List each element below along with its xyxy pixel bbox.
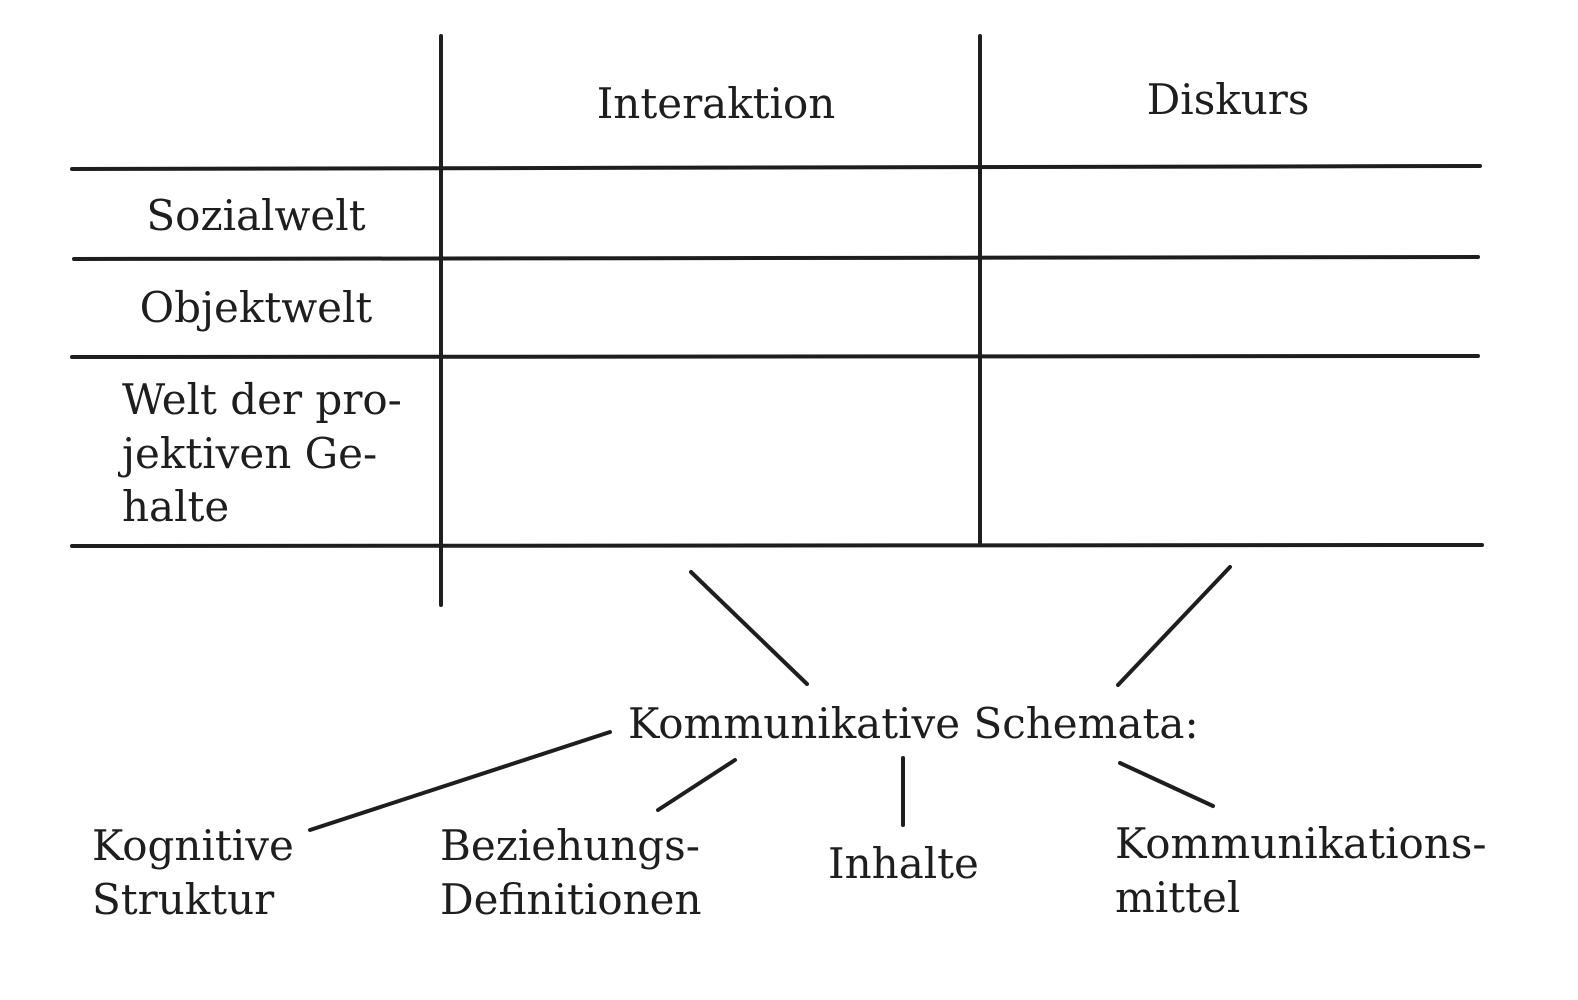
connector-kommunikationsmittel xyxy=(1118,761,1215,808)
row-label-welt-der-projektiven-gehalte: Welt der pro- jektiven Ge- halte xyxy=(117,375,402,531)
schema-label-line: mittel xyxy=(1115,873,1240,922)
connector-interaktion xyxy=(689,570,809,686)
horizontal-line-header xyxy=(70,164,1482,171)
connector-beziehungs-definitionen xyxy=(656,758,737,812)
row-label-objektwelt: Objektwelt xyxy=(140,283,373,332)
schema-beziehungs-definitionen: Beziehungs- Definitionen xyxy=(440,821,702,924)
schema-label-line: Kommunikations- xyxy=(1115,819,1487,868)
row-label-sozialwelt: Sozialwelt xyxy=(146,191,365,240)
column-header-interaktion: Interaktion xyxy=(597,79,836,128)
schemata-title: Kommunikative Schemata: xyxy=(628,699,1199,748)
schema-kognitive-struktur: Kognitive Struktur xyxy=(92,821,294,924)
schema-label-line: Struktur xyxy=(92,875,275,924)
column-header-diskurs: Diskurs xyxy=(1147,75,1310,124)
schema-label-line: Beziehungs- xyxy=(440,821,700,870)
schema-kommunikationsmittel: Kommunikations- mittel xyxy=(1115,819,1487,922)
connector-diskurs xyxy=(1116,565,1232,687)
horizontal-line-bottom xyxy=(70,543,1484,548)
schema-label-line: Definitionen xyxy=(440,875,702,924)
connector-kognitive-struktur xyxy=(308,730,612,832)
row-label-line: halte xyxy=(122,482,229,531)
table-grid xyxy=(70,34,1484,607)
horizontal-line-row1 xyxy=(72,255,1480,261)
row-label-line: Welt der pro- xyxy=(122,375,402,424)
schema-label-line: Inhalte xyxy=(828,839,979,888)
horizontal-line-row2 xyxy=(70,354,1480,359)
row-label-line: jektiven Ge- xyxy=(117,429,377,478)
schema-inhalte: Inhalte xyxy=(828,839,979,888)
schema-label-line: Kognitive xyxy=(92,821,294,870)
